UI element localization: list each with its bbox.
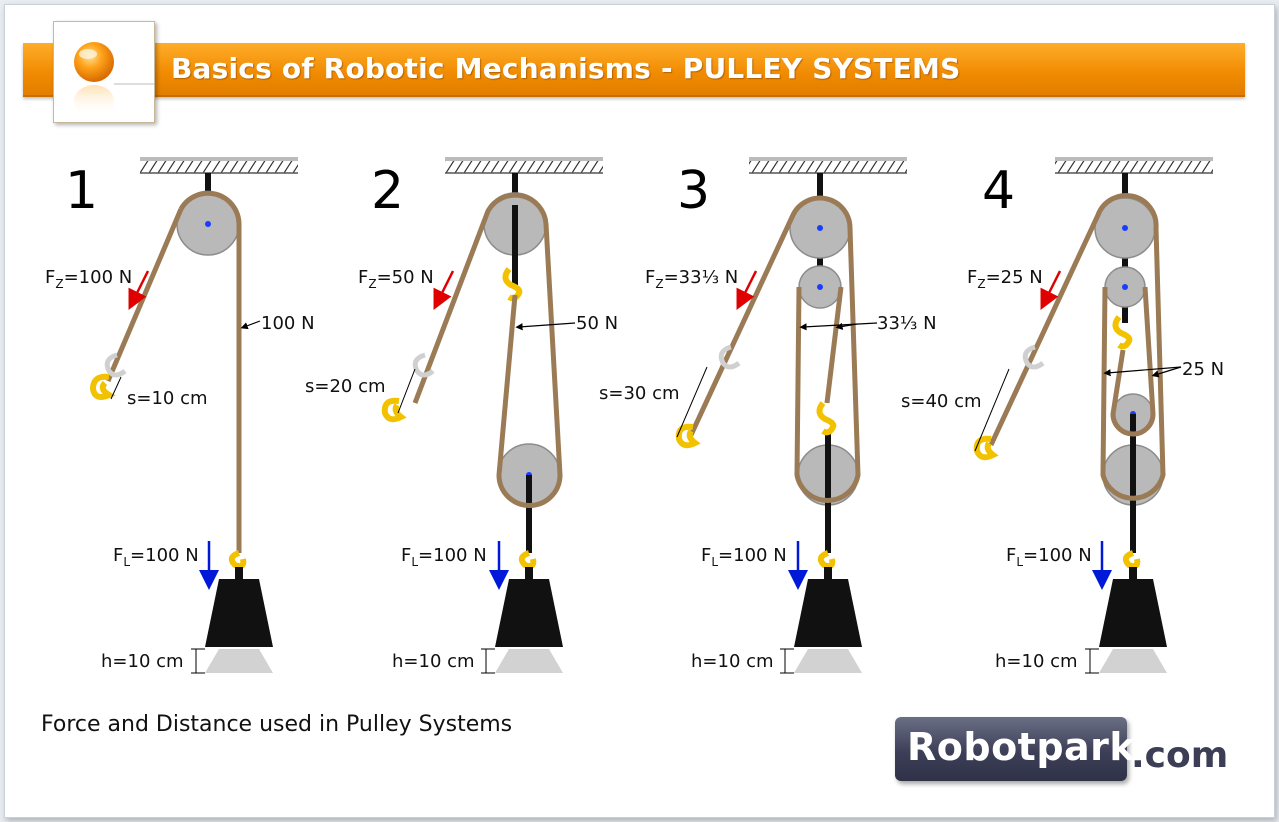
rope-tension-label: 100 N xyxy=(261,313,315,334)
weight-shadow xyxy=(205,649,273,673)
orb-logo xyxy=(53,21,155,123)
rope xyxy=(412,192,563,508)
pull-hook-icon xyxy=(89,373,116,400)
ghost-hook-icon xyxy=(104,352,127,378)
ceiling xyxy=(445,157,603,174)
system-number: 3 xyxy=(677,161,710,221)
brand-logo[interactable]: Robotpark xyxy=(895,717,1135,781)
pulley-system-4: 4 FZ=25 N 25 N xyxy=(901,157,1224,674)
pull-force-label: FZ=50 N xyxy=(358,267,434,291)
weight xyxy=(495,579,563,647)
ghost-hook-icon xyxy=(718,344,741,370)
caption: Force and Distance used in Pulley System… xyxy=(41,712,513,737)
anchor-hook-icon xyxy=(816,401,837,436)
load-force-label: FL=100 N xyxy=(401,545,487,569)
load-hook-icon xyxy=(1122,550,1141,570)
weight-shadow xyxy=(495,649,563,673)
system-number: 1 xyxy=(65,161,98,221)
ceiling xyxy=(140,157,298,174)
pulley-system-2: 2 FZ=50 N 50 N s=20 cm xyxy=(305,157,618,674)
pulley-system-1: 1 FZ=100 N 100 N s=10 xyxy=(45,157,315,674)
weight xyxy=(1099,579,1167,647)
pull-force-arrow xyxy=(1040,270,1062,310)
weight-shadow xyxy=(1099,649,1167,673)
height-label: h=10 cm xyxy=(101,651,184,672)
height-label: h=10 cm xyxy=(691,651,774,672)
pulley-system-3: 3 FZ=33⅓ N 33⅓ N s=30 xyxy=(599,157,937,674)
pull-force-arrow xyxy=(128,270,150,310)
distance-label: s=20 cm xyxy=(305,376,386,397)
distance-label: s=40 cm xyxy=(901,391,982,412)
load-force-label: FL=100 N xyxy=(113,545,199,569)
system-number: 4 xyxy=(982,161,1015,221)
ghost-hook-icon xyxy=(1022,344,1045,370)
load-hook-icon xyxy=(228,550,247,570)
pull-force-label: FZ=33⅓ N xyxy=(645,267,738,291)
rope xyxy=(988,193,1166,501)
load-hook-icon xyxy=(518,550,537,570)
weight-shadow xyxy=(794,649,862,673)
pull-force-label: FZ=25 N xyxy=(967,267,1043,291)
system-number: 2 xyxy=(371,161,404,221)
rope-tension-label: 25 N xyxy=(1182,359,1224,380)
rope-tension-label: 33⅓ N xyxy=(877,313,937,334)
weight xyxy=(205,579,273,647)
rope xyxy=(688,195,861,503)
height-label: h=10 cm xyxy=(392,651,475,672)
anchor-hook-icon xyxy=(1112,315,1133,350)
pull-force-label: FZ=100 N xyxy=(45,267,132,291)
pull-hook-icon xyxy=(381,397,407,423)
ceiling xyxy=(749,157,907,174)
ceiling xyxy=(1055,157,1213,174)
pulley-diagram: 1 FZ=100 N 100 N s=10 xyxy=(45,157,1224,674)
distance-label: s=30 cm xyxy=(599,383,680,404)
load-force-label: FL=100 N xyxy=(701,545,787,569)
slide: Basics of Robotic Mechanisms - PULLEY SY… xyxy=(4,4,1275,818)
brand-domain: .com xyxy=(1131,735,1229,776)
ghost-hook-icon xyxy=(412,352,435,378)
height-label: h=10 cm xyxy=(995,651,1078,672)
distance-label: s=10 cm xyxy=(127,388,208,409)
load-force-label: FL=100 N xyxy=(1006,545,1092,569)
load-hook-icon xyxy=(817,550,836,570)
page-title: Basics of Robotic Mechanisms - PULLEY SY… xyxy=(171,52,961,85)
brand-name: Robotpark xyxy=(907,725,1136,769)
pull-hook-icon xyxy=(675,423,701,449)
pull-force-arrow xyxy=(433,270,455,310)
weight xyxy=(794,579,862,647)
orange-orb-icon xyxy=(74,42,154,117)
rope-tension-label: 50 N xyxy=(576,313,618,334)
pull-force-arrow xyxy=(736,270,758,310)
title-banner: Basics of Robotic Mechanisms - PULLEY SY… xyxy=(23,43,1245,97)
